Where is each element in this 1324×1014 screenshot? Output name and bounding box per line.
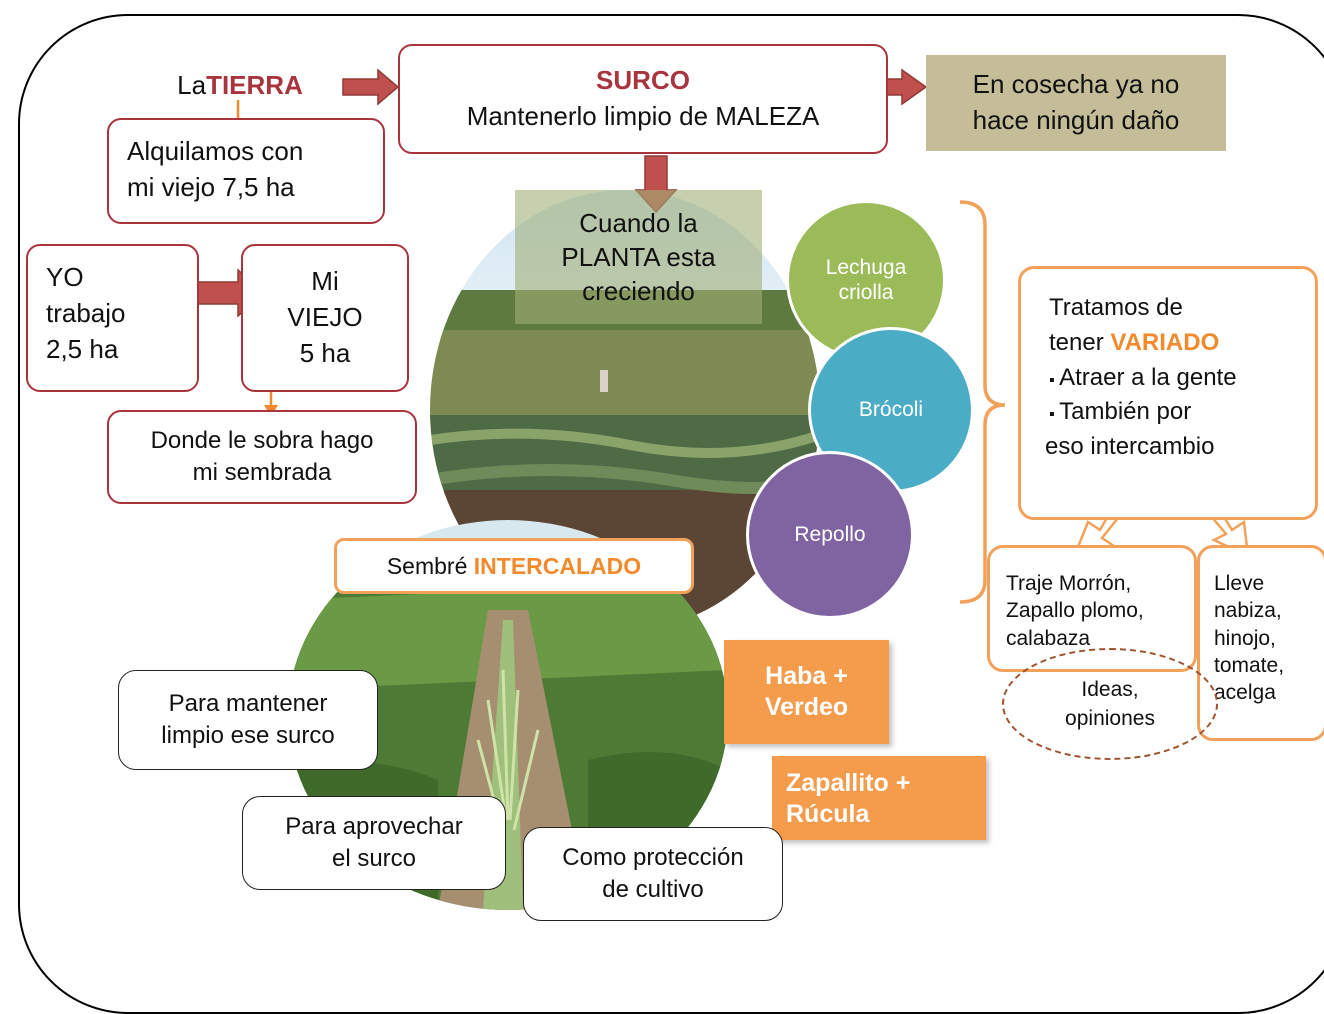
mantener-line1: Para mantener (168, 689, 328, 717)
variado-keyword: VARIADO (1110, 328, 1220, 356)
variado-bullet1: Atraer a la gente (1059, 363, 1237, 391)
viejo-line3: 5 ha (299, 337, 351, 368)
crop-repollo-label: Repollo (794, 523, 866, 547)
surco-title: SURCO (596, 65, 690, 96)
traje-line2: Zapallo plomo, (1006, 599, 1144, 623)
tierra-keyword: TIERRA (206, 70, 303, 101)
lleve-line2: nabiza, (1214, 599, 1282, 623)
lleve-line4: tomate, (1214, 653, 1285, 677)
alquilamos-line1: Alquilamos con (127, 136, 304, 166)
variado-bullet2b: eso intercambio (1045, 433, 1215, 461)
ideas-line1: Ideas, (1081, 677, 1139, 701)
planta-line1: Cuando la (579, 207, 698, 238)
planta-box: Cuando la PLANTA esta creciendo (515, 190, 762, 324)
aprovechar-box: Para aprovechar el surco (242, 796, 506, 890)
crop-brocoli-label: Brócoli (858, 398, 924, 422)
planta-line2: PLANTA esta (561, 241, 716, 272)
yo-line3: 2,5 ha (46, 333, 119, 364)
traje-line3: calabaza (1006, 626, 1091, 650)
proteccion-line2: de cultivo (602, 876, 704, 903)
variado-line1: Tratamos de (1049, 294, 1183, 321)
cosecha-line1: En cosecha ya no (972, 69, 1180, 100)
cosecha-box: En cosecha ya no hace ningún daño (926, 55, 1226, 151)
viejo-line2: VIEJO (287, 302, 363, 333)
bullet-1-marker: ▪ (1049, 371, 1060, 389)
crop-repollo: Repollo (746, 451, 914, 619)
zapallito-line1: Zapallito + (786, 769, 911, 797)
alquilamos-box: Alquilamos con mi viejo 7,5 ha (107, 118, 385, 224)
ideas-line2: opiniones (1065, 707, 1155, 730)
yo-box: YO trabajo 2,5 ha (26, 244, 199, 392)
tierra-prefix: La (177, 70, 207, 101)
zapallito-line2: Rúcula (786, 800, 870, 829)
cosecha-line2: hace ningún daño (972, 105, 1180, 135)
sobra-box: Donde le sobra hago mi sembrada (107, 410, 417, 504)
lleve-box: Lleve nabiza, hinojo, tomate, acelga (1197, 545, 1324, 741)
planta-line3: creciendo (582, 276, 695, 307)
bullet-2-marker: ▪ (1049, 406, 1060, 424)
viejo-line1: Mi (311, 266, 339, 297)
variado-box: Tratamos de tener VARIADO ▪ Atraer a la … (1018, 266, 1318, 520)
sobra-line1: Donde le sobra hago (150, 426, 374, 454)
aprovechar-line1: Para aprovechar (285, 812, 463, 840)
aprovechar-line2: el surco (331, 845, 417, 872)
crop-lechuga-label2: criolla (838, 281, 894, 304)
zapallito-tag: Zapallito + Rúcula (772, 756, 986, 840)
traje-line1: Traje Morrón, (1006, 572, 1132, 595)
mantener-box: Para mantener limpio ese surco (118, 670, 378, 770)
surco-subtitle: Mantenerlo limpio de MALEZA (466, 101, 820, 131)
variado-line2-prefix: tener (1049, 328, 1111, 356)
ideas-ellipse: Ideas, opiniones (1002, 648, 1218, 760)
viejo-box: Mi VIEJO 5 ha (241, 244, 409, 392)
intercalado-keyword: INTERCALADO (473, 552, 642, 579)
proteccion-box: Como protección de cultivo (523, 827, 783, 921)
haba-line2: Verdeo (764, 693, 849, 721)
proteccion-line1: Como protección (562, 843, 744, 871)
intercalado-box: Sembré INTERCALADO (334, 538, 694, 594)
alquilamos-line2: mi viejo 7,5 ha (127, 171, 295, 202)
surco-box: SURCO Mantenerlo limpio de MALEZA (398, 44, 888, 154)
variado-bullet2a: También por (1059, 398, 1192, 426)
yo-line2: trabajo (46, 297, 126, 328)
haba-line1: Haba + (765, 661, 848, 690)
yo-line1: YO (46, 262, 84, 292)
lleve-line3: hinojo, (1214, 626, 1276, 650)
mantener-line2: limpio ese surco (161, 722, 335, 749)
crop-lechuga-label1: Lechuga (825, 255, 907, 279)
lleve-line5: acelga (1214, 681, 1276, 705)
haba-tag: Haba + Verdeo (724, 640, 889, 744)
sobra-line2: mi sembrada (192, 459, 332, 486)
lleve-line1: Lleve (1214, 572, 1265, 595)
tierra-label: La ​TIERRA (150, 64, 330, 108)
intercalado-prefix: Sembré (386, 552, 474, 579)
